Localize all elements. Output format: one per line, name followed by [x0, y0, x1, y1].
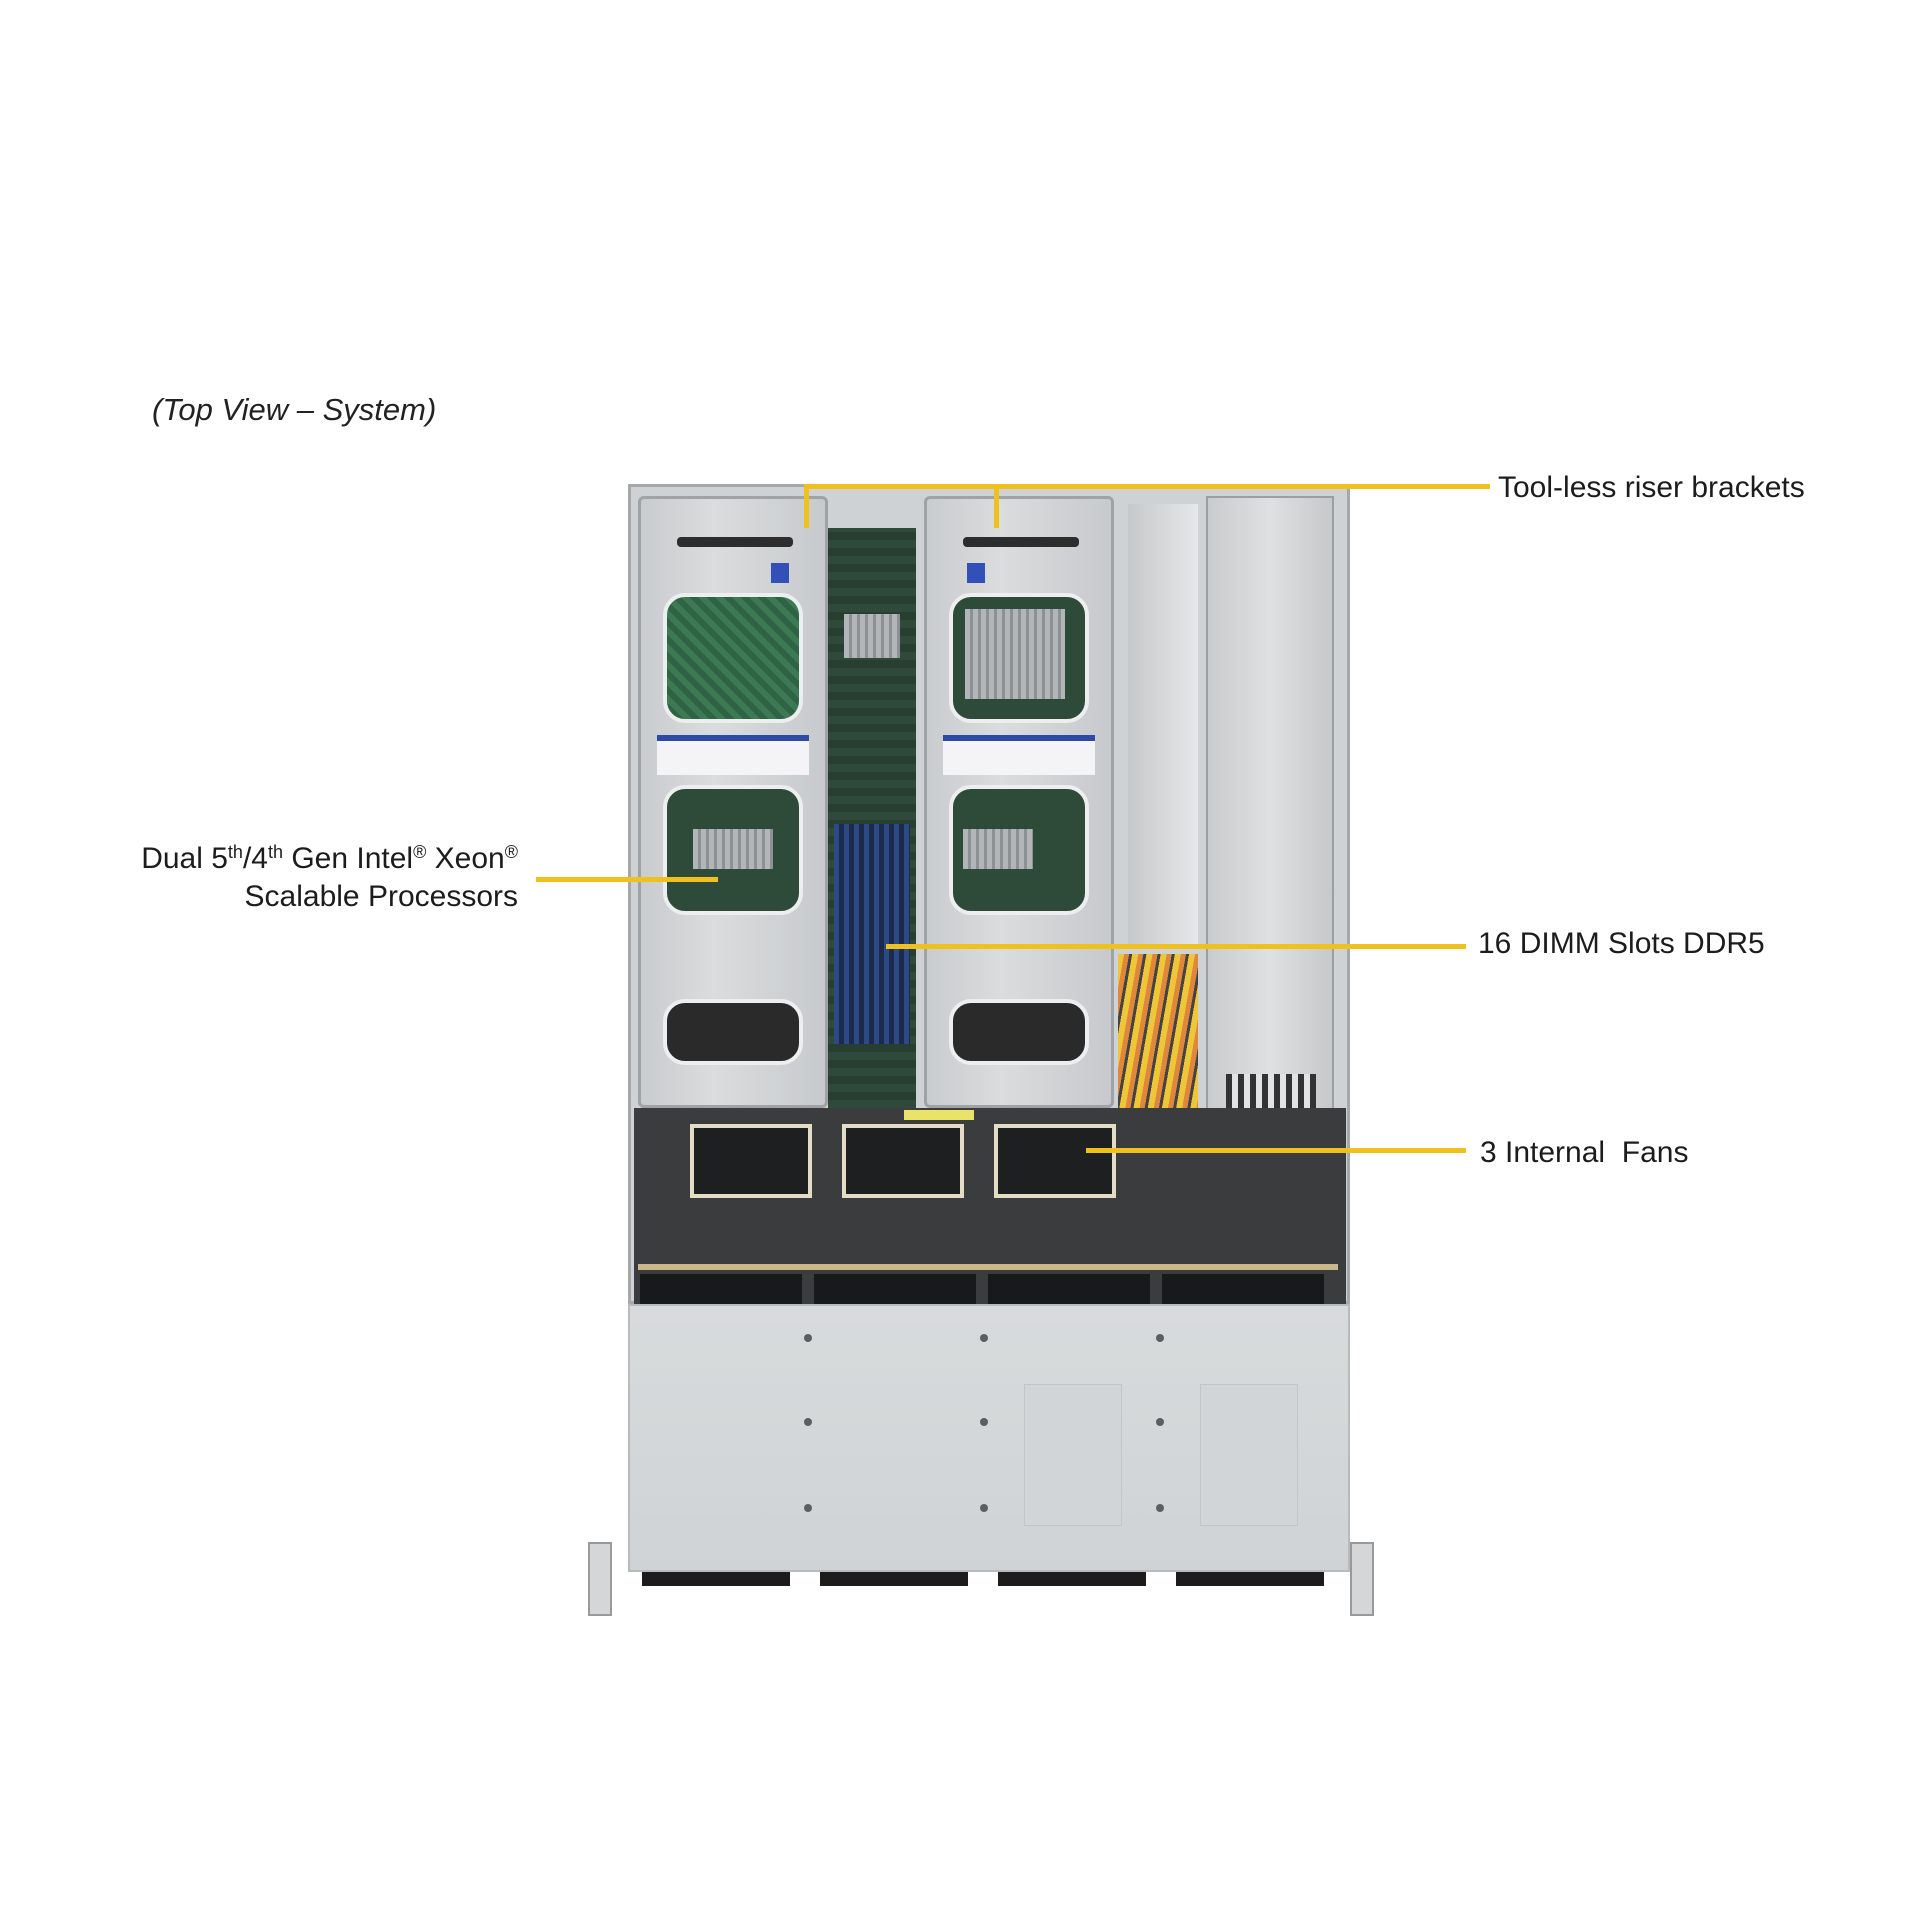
riser-tag: [967, 563, 985, 583]
yellow-label: [904, 1110, 974, 1120]
rack-ear-right: [1350, 1542, 1374, 1616]
callout-processors-line1: Dual 5th/4th Gen Intel® Xeon®: [100, 840, 518, 878]
screw: [804, 1504, 812, 1512]
cpu-window: [949, 785, 1089, 915]
dimm-slots: [834, 824, 910, 1044]
front-fan-3: [988, 1274, 1150, 1304]
text: Xeon: [426, 842, 505, 875]
front-fan-1: [640, 1274, 802, 1304]
cpu-heatsink: [693, 829, 773, 869]
callout-riser-brackets: Tool-less riser brackets: [1498, 471, 1805, 504]
text: Dual 5: [141, 842, 228, 875]
screw: [980, 1334, 988, 1342]
cover-panel: [1024, 1384, 1122, 1526]
front-fan-edge: [820, 1572, 968, 1586]
chipset-heatsink: [844, 614, 900, 658]
leader-line-fans: [1086, 1148, 1466, 1153]
lower-window: [663, 999, 803, 1065]
riser-handle: [963, 537, 1079, 547]
callout-dimm-slots: 16 DIMM Slots DDR5: [1478, 927, 1765, 960]
riser-bracket-right: [924, 496, 1114, 1108]
screw: [1156, 1418, 1164, 1426]
cover-panel: [1200, 1384, 1298, 1526]
screw: [1156, 1334, 1164, 1342]
screw: [804, 1418, 812, 1426]
front-fan-edge: [998, 1572, 1146, 1586]
fan-backplane: [638, 1264, 1338, 1270]
internal-fan-2: [842, 1124, 964, 1198]
screw: [804, 1334, 812, 1342]
superscript: th: [227, 842, 243, 862]
lower-window: [949, 999, 1089, 1065]
power-cables: [1118, 954, 1198, 1124]
front-fan-4: [1162, 1274, 1324, 1304]
screw: [980, 1504, 988, 1512]
registered-mark: ®: [504, 842, 518, 862]
registered-mark: ®: [413, 842, 427, 862]
callout-processors: Dual 5th/4th Gen Intel® Xeon® Scalable P…: [100, 840, 518, 916]
leader-line-riser-drop-left: [804, 484, 809, 528]
leader-line-riser: [804, 484, 1490, 489]
front-fan-edge: [1176, 1572, 1324, 1586]
rack-ear-left: [588, 1542, 612, 1616]
front-fan-edge: [642, 1572, 790, 1586]
text: Gen Intel: [282, 842, 414, 875]
air-shroud: [1128, 504, 1198, 944]
riser-bracket-left: [638, 496, 828, 1108]
internal-fan-3: [994, 1124, 1116, 1198]
screw: [1156, 1504, 1164, 1512]
front-fan-2: [814, 1274, 976, 1304]
text: /4: [242, 842, 268, 875]
riser-tag: [771, 563, 789, 583]
callout-processors-line2: Scalable Processors: [244, 880, 518, 913]
leader-line-processors: [536, 877, 718, 882]
callout-internal-fans: 3 Internal Fans: [1480, 1136, 1689, 1169]
superscript: th: [267, 842, 283, 862]
instruction-label: [943, 735, 1095, 775]
cpu-window: [663, 785, 803, 915]
leader-line-dimm: [886, 944, 1466, 949]
card-heatsink: [965, 609, 1065, 699]
expansion-card: [663, 593, 803, 723]
expansion-card: [949, 593, 1089, 723]
view-caption: (Top View – System): [152, 392, 437, 427]
instruction-label: [657, 735, 809, 775]
leader-line-riser-drop-right: [994, 484, 999, 528]
server-chassis-image: [588, 484, 1374, 1616]
internal-fan-1: [690, 1124, 812, 1198]
screw: [980, 1418, 988, 1426]
riser-handle: [677, 537, 793, 547]
cpu-heatsink: [963, 829, 1033, 869]
